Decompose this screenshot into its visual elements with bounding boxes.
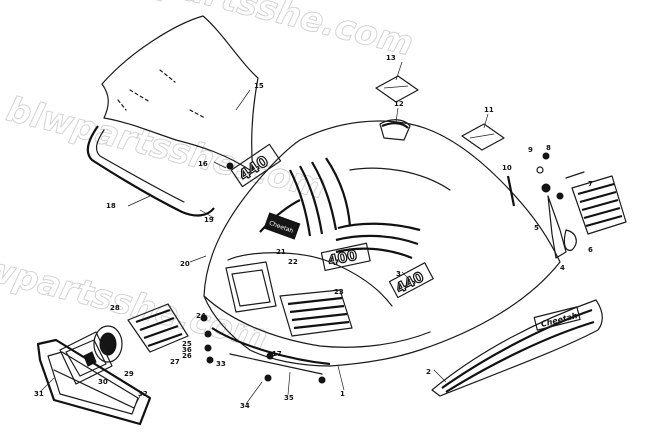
- callout-23: 23: [334, 288, 344, 296]
- callout-20: 20: [180, 260, 190, 268]
- hood-vents: [259, 157, 451, 260]
- windshield: [101, 15, 259, 173]
- callout-12: 12: [394, 100, 404, 108]
- callout-13: 13: [386, 54, 396, 62]
- emblem-400-text: 400: [327, 248, 359, 270]
- callout-15: 15: [254, 82, 264, 90]
- callout-36: 36: [182, 346, 192, 354]
- callout-10: 10: [502, 164, 512, 172]
- headlight-assembly: [59, 325, 123, 385]
- hood-body: [203, 120, 561, 367]
- leader-lines: [39, 61, 489, 405]
- callout-24: 24: [196, 312, 206, 320]
- callout-1: 1: [340, 390, 345, 398]
- callout-18: 18: [106, 202, 116, 210]
- cap-12: [379, 119, 411, 141]
- callout-28: 28: [110, 304, 120, 312]
- windshield-trim: [86, 125, 215, 217]
- callout-31: 31: [34, 390, 44, 398]
- callouts: 1 2 3 4 5 6 7 8 9 10 11 12 13 15 16 17 1…: [34, 54, 593, 410]
- callout-4: 4: [560, 264, 565, 272]
- watermark-line-2: blwpartsshe.com: [3, 89, 330, 207]
- callout-27: 27: [170, 358, 180, 366]
- callout-26: 26: [182, 352, 192, 360]
- callout-19: 19: [204, 216, 214, 224]
- callout-17: 17: [272, 350, 282, 358]
- callout-8: 8: [546, 144, 551, 152]
- callout-21: 21: [276, 248, 286, 256]
- callout-22: 22: [288, 258, 298, 266]
- callout-2: 2: [426, 368, 431, 376]
- decal-13: [375, 75, 419, 103]
- nose-vent-27: [127, 303, 189, 353]
- watermark-line-3: blwpartsshe.com: [0, 240, 272, 358]
- headlight-bezel: [36, 338, 152, 426]
- decal-11: [461, 123, 505, 151]
- callout-30: 30: [98, 378, 108, 386]
- callout-5: 5: [534, 224, 539, 232]
- callout-35: 35: [284, 394, 294, 402]
- callout-6: 6: [588, 246, 593, 254]
- callout-3: 3: [396, 270, 401, 278]
- callout-33: 33: [216, 360, 226, 368]
- side-vent-6: [571, 175, 627, 235]
- callout-34: 34: [240, 402, 250, 410]
- watermark-line-1: blwpartsshe.com: [90, 0, 417, 64]
- callout-25: 25: [182, 340, 192, 348]
- nose-trim: [200, 162, 331, 384]
- front-grille: [279, 289, 353, 337]
- hood-badge: Cheetah: [263, 212, 301, 240]
- callout-29: 29: [124, 370, 134, 378]
- callout-7: 7: [588, 180, 593, 188]
- callout-11: 11: [484, 106, 494, 114]
- emblem-400: 400: [320, 242, 371, 271]
- callout-16: 16: [198, 160, 208, 168]
- emblem-440-side: 440: [388, 262, 434, 299]
- side-stripe: Cheetah: [431, 299, 603, 397]
- callout-32: 32: [138, 390, 148, 398]
- watermark: blwpartsshe.com blwpartsshe.com blwparts…: [0, 0, 418, 358]
- latch-hardware: [506, 152, 585, 259]
- callout-9: 9: [528, 146, 533, 154]
